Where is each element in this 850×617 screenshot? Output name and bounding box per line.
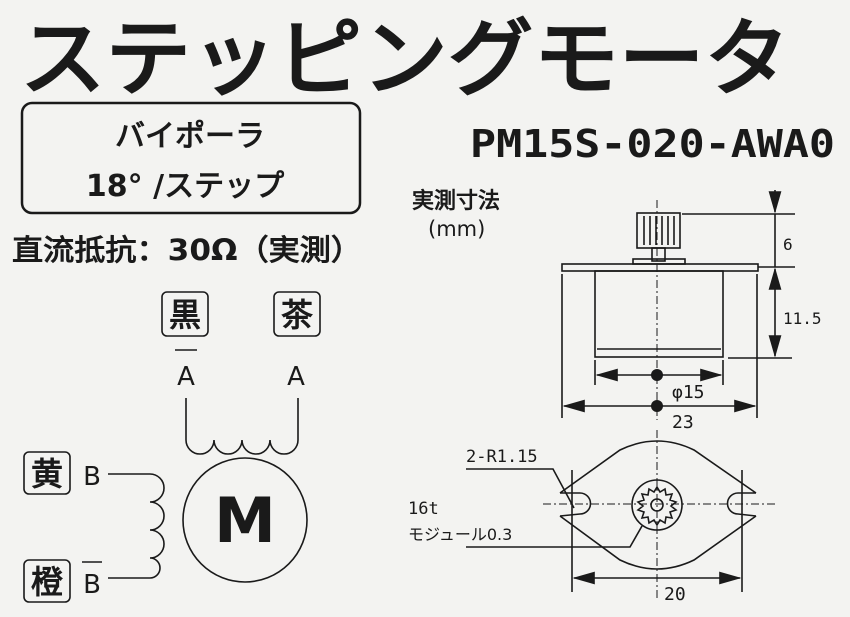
step-angle: 18° /ステップ <box>86 169 285 204</box>
flange-width: 23 <box>672 412 694 433</box>
gear-module: モジュール0.3 <box>408 525 512 544</box>
bottom-view-drawing: 20 2-R1.15 16t モジュール0.3 <box>408 430 775 605</box>
terminal-a: A <box>287 362 305 392</box>
body-diameter: φ15 <box>672 382 705 403</box>
spec-box <box>20 101 362 215</box>
motor-label: M <box>214 484 276 557</box>
dimension-unit: (mm) <box>428 217 485 241</box>
coil-a <box>185 398 299 455</box>
side-view-drawing: 実測寸法 (mm) 6 11.5 φ15 23 <box>412 188 822 433</box>
gear-teeth: 16t <box>408 499 439 519</box>
page-title: ステッピングモータ <box>20 10 790 108</box>
wire-yellow-label: 黄 <box>31 455 63 493</box>
dc-resistance: 直流抵抗：30Ω（実測） <box>12 233 362 267</box>
wire-orange-label: 橙 <box>31 563 64 601</box>
drive-type: バイポーラ <box>115 119 265 154</box>
wire-brown-label: 茶 <box>281 296 314 334</box>
motor-symbol <box>182 457 308 583</box>
coil-b <box>108 473 165 579</box>
hole-spacing: 20 <box>664 584 686 605</box>
dimension-label: 実測寸法 <box>412 188 500 214</box>
body-height: 11.5 <box>783 309 822 328</box>
terminal-a-bar: A <box>177 362 195 392</box>
wiring-diagram: 黒 茶 A A M 黄 B 橙 B <box>23 291 321 603</box>
wire-black-label: 黒 <box>169 296 201 334</box>
terminal-b-bar: B <box>83 570 101 600</box>
knob-height: 6 <box>783 235 793 254</box>
model-number: PM15S-020-AWA0 <box>470 122 835 166</box>
terminal-b: B <box>83 462 101 492</box>
hole-radius: 2-R1.15 <box>466 447 538 467</box>
